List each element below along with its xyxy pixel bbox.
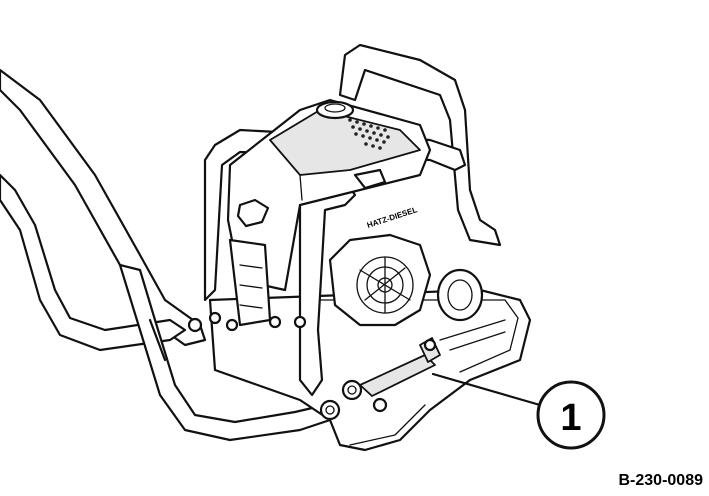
callout-1: 1 bbox=[431, 372, 606, 450]
callout-leader-line bbox=[431, 372, 542, 407]
flywheel-housing bbox=[328, 233, 484, 327]
callout-number: 1 bbox=[560, 397, 581, 439]
control-linkage bbox=[187, 238, 307, 333]
base-plate bbox=[208, 288, 532, 452]
engine-body: HATZ-DIESEL bbox=[226, 98, 432, 292]
protective-frame bbox=[203, 43, 502, 397]
guide-handle bbox=[0, 68, 332, 442]
engine-brand-text: HATZ-DIESEL bbox=[366, 205, 419, 230]
drawing-code-label: B-230-0089 bbox=[618, 472, 704, 489]
transport-lock-bracket bbox=[319, 337, 441, 421]
callout-circle bbox=[536, 380, 606, 450]
